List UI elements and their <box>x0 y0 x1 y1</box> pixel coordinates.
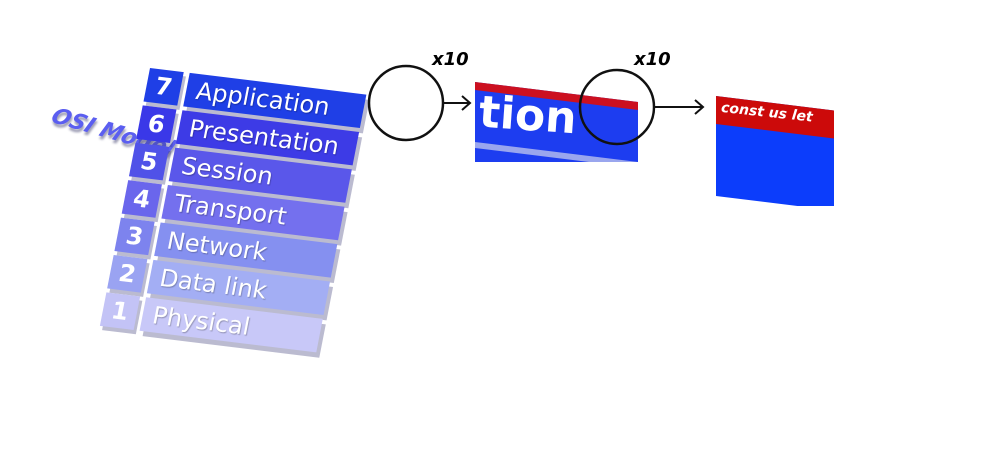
arrow-head-icon <box>694 99 705 115</box>
zoom-factor-label: x10 <box>432 49 469 70</box>
zoom-circle-2 <box>578 68 656 146</box>
zoom-factor-label: x10 <box>634 49 671 70</box>
zoom-circle-1 <box>367 64 445 142</box>
arrow-head-icon <box>461 95 472 111</box>
